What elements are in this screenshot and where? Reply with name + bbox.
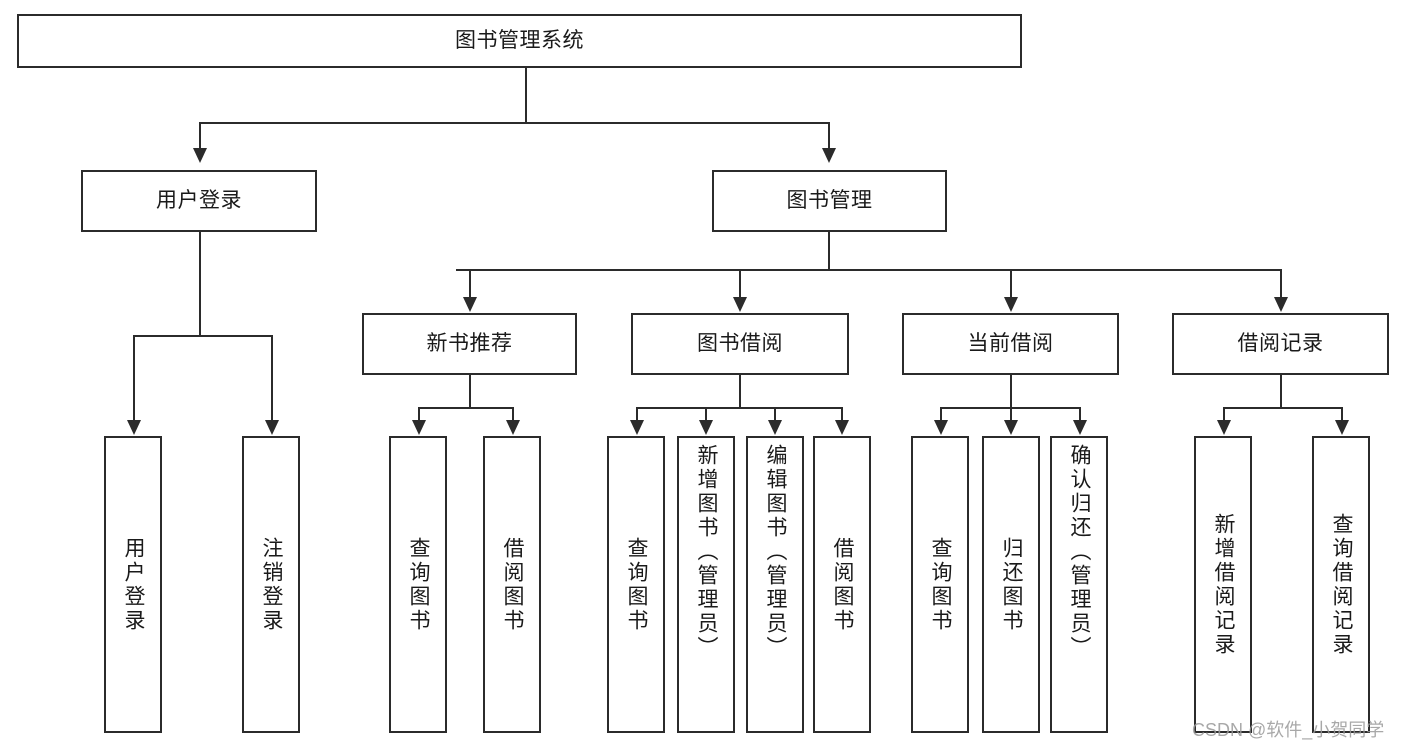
connector-drop-edit-book <box>774 407 776 421</box>
node-label: 查询图书 <box>625 536 649 633</box>
connector-drop-new-book-rec <box>469 269 471 298</box>
connector-root-stem <box>525 68 527 123</box>
node-label: 借阅记录 <box>1237 331 1324 355</box>
arrowhead-leaf-logout <box>265 420 279 435</box>
leaf-query-book-current[interactable]: 查询图书 <box>911 436 969 733</box>
node-label: 新增图书（管理员） <box>695 444 719 660</box>
connector-book-borrow-stem <box>739 375 741 409</box>
connector-drop-book-borrow <box>739 269 741 298</box>
connector-book-borrow-bus <box>636 407 843 409</box>
connector-drop-borrow-record <box>1280 269 1282 298</box>
connector-borrow-record-stem <box>1280 375 1282 409</box>
arrowhead-book-manage <box>822 148 836 163</box>
connector-drop-add-book <box>705 407 707 421</box>
arrowhead-add-book <box>699 420 713 435</box>
arrowhead-query-book-2 <box>630 420 644 435</box>
connector-drop-query-record <box>1341 407 1343 421</box>
connector-drop-query-book-3 <box>940 407 942 421</box>
leaf-logout-login[interactable]: 注销登录 <box>242 436 300 733</box>
connector-current-borrow-stem <box>1010 375 1012 409</box>
node-label: 查询图书 <box>407 536 431 633</box>
node-label: 查询图书 <box>929 536 953 633</box>
arrowhead-current-borrow <box>1004 297 1018 312</box>
node-label: 用户登录 <box>156 188 242 212</box>
node-book-borrow[interactable]: 图书借阅 <box>631 313 849 375</box>
leaf-edit-book-admin[interactable]: 编辑图书（管理员） <box>746 436 804 733</box>
connector-drop-return-book <box>1010 407 1012 421</box>
node-current-borrow[interactable]: 当前借阅 <box>902 313 1119 375</box>
arrowhead-book-borrow <box>733 297 747 312</box>
connector-borrow-record-bus <box>1223 407 1342 409</box>
leaf-query-borrow-record[interactable]: 查询借阅记录 <box>1312 436 1370 733</box>
connector-new-book-rec-bus <box>418 407 513 409</box>
leaf-add-book-admin[interactable]: 新增图书（管理员） <box>677 436 735 733</box>
connector-user-login-stem <box>199 232 201 336</box>
connector-drop-add-record <box>1223 407 1225 421</box>
connector-drop-borrow-book-1 <box>512 407 514 421</box>
node-book-management[interactable]: 图书管理 <box>712 170 947 232</box>
connector-book-manage-stem <box>828 232 830 271</box>
node-label: 借阅图书 <box>501 536 525 633</box>
leaf-confirm-return-admin[interactable]: 确认归还（管理员） <box>1050 436 1108 733</box>
leaf-user-login[interactable]: 用户登录 <box>104 436 162 733</box>
leaf-borrow-book-new-rec[interactable]: 借阅图书 <box>483 436 541 733</box>
csdn-watermark: CSDN @软件_小贺同学 <box>1192 720 1385 740</box>
node-new-book-recommend[interactable]: 新书推荐 <box>362 313 577 375</box>
arrowhead-query-book-3 <box>934 420 948 435</box>
connector-level3-bus <box>456 269 1281 271</box>
node-label: 当前借阅 <box>967 331 1054 355</box>
node-borrow-record[interactable]: 借阅记录 <box>1172 313 1389 375</box>
leaf-query-book-borrow[interactable]: 查询图书 <box>607 436 665 733</box>
arrowhead-query-record <box>1335 420 1349 435</box>
arrowhead-leaf-user-login <box>127 420 141 435</box>
connector-level2-bus <box>199 122 829 124</box>
node-label: 注销登录 <box>260 536 284 633</box>
arrowhead-add-record <box>1217 420 1231 435</box>
node-label: 归还图书 <box>1000 536 1024 633</box>
arrowhead-user-login <box>193 148 207 163</box>
connector-drop-leaf-logout <box>271 335 273 421</box>
node-label: 图书借阅 <box>697 331 783 355</box>
node-label: 用户登录 <box>122 536 146 633</box>
connector-drop-confirm-return <box>1079 407 1081 421</box>
arrowhead-return-book <box>1004 420 1018 435</box>
arrowhead-new-book-rec <box>463 297 477 312</box>
node-label: 借阅图书 <box>831 536 855 633</box>
connector-drop-leaf-user-login <box>133 335 135 421</box>
node-user-login[interactable]: 用户登录 <box>81 170 317 232</box>
arrowhead-borrow-record <box>1274 297 1288 312</box>
connector-drop-book-manage <box>828 122 830 148</box>
leaf-query-book-new-rec[interactable]: 查询图书 <box>389 436 447 733</box>
connector-drop-query-book-2 <box>636 407 638 421</box>
node-label: 确认归还（管理员） <box>1068 444 1092 660</box>
node-label: 新书推荐 <box>426 331 513 355</box>
connector-new-book-rec-stem <box>469 375 471 409</box>
arrowhead-borrow-book-1 <box>506 420 520 435</box>
arrowhead-edit-book <box>768 420 782 435</box>
leaf-add-borrow-record[interactable]: 新增借阅记录 <box>1194 436 1252 733</box>
connector-drop-current-borrow <box>1010 269 1012 298</box>
connector-current-borrow-bus <box>940 407 1079 409</box>
connector-drop-query-book-1 <box>418 407 420 421</box>
leaf-borrow-book[interactable]: 借阅图书 <box>813 436 871 733</box>
node-root-book-management-system[interactable]: 图书管理系统 <box>17 14 1022 68</box>
leaf-return-book[interactable]: 归还图书 <box>982 436 1040 733</box>
connector-user-login-bus <box>133 335 272 337</box>
node-label: 新增借阅记录 <box>1212 512 1236 657</box>
connector-drop-user-login <box>199 122 201 148</box>
arrowhead-confirm-return <box>1073 420 1087 435</box>
node-label: 编辑图书（管理员） <box>764 444 788 660</box>
node-label: 图书管理系统 <box>455 28 584 52</box>
connector-drop-borrow-book-2 <box>841 407 843 421</box>
arrowhead-borrow-book-2 <box>835 420 849 435</box>
arrowhead-query-book-1 <box>412 420 426 435</box>
node-label: 图书管理 <box>786 188 873 212</box>
node-label: 查询借阅记录 <box>1330 512 1354 657</box>
